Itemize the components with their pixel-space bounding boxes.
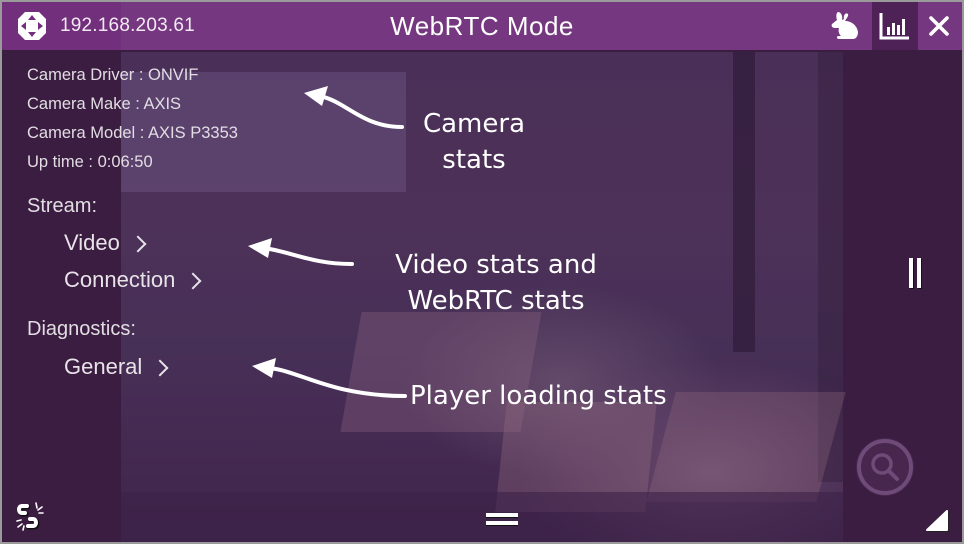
rabbit-icon[interactable] — [824, 2, 866, 50]
connection-stats-link[interactable]: Connection — [64, 267, 202, 293]
zoom-magnifier-icon[interactable] — [854, 436, 916, 498]
video-window-region — [121, 72, 406, 192]
video-link-label: Video — [64, 230, 120, 255]
broken-link-icon[interactable] — [14, 499, 48, 533]
camera-video-feed[interactable] — [121, 52, 846, 542]
general-link-label: General — [64, 354, 143, 379]
camera-driver: Camera Driver : ONVIF — [27, 66, 199, 84]
camera-model: Camera Model : AXIS P3353 — [27, 124, 238, 142]
pause-icon[interactable] — [909, 258, 923, 288]
stream-heading: Stream: — [27, 195, 98, 217]
camera-make: Camera Make : AXIS — [27, 95, 182, 113]
video-pillar — [818, 52, 843, 482]
close-icon[interactable] — [920, 2, 958, 50]
resize-corner-icon[interactable] — [926, 510, 950, 534]
video-floor — [121, 492, 843, 542]
video-stats-link[interactable]: Video — [64, 230, 147, 256]
annotation-line: WebRTC stats — [407, 286, 585, 316]
connection-link-label: Connection — [64, 267, 176, 292]
annotation-camera-stats: Camera stats — [414, 106, 534, 178]
general-diagnostics-link[interactable]: General — [64, 354, 169, 380]
bar-chart-icon[interactable] — [872, 2, 918, 50]
camera-address: 192.168.203.61 — [60, 15, 195, 36]
annotation-line: Video stats and — [395, 250, 597, 280]
annotation-line: Camera — [422, 109, 526, 139]
annotation-video-stats: Video stats and WebRTC stats — [374, 247, 618, 319]
camera-uptime: Up time : 0:06:50 — [27, 153, 153, 171]
header-bar: 192.168.203.61 WebRTC Mode — [2, 2, 962, 50]
move-arrows-icon[interactable] — [16, 2, 48, 50]
menu-handle-icon[interactable] — [486, 513, 518, 527]
video-pillar — [733, 52, 755, 352]
page-title: WebRTC Mode — [390, 11, 574, 41]
annotation-line: stats — [442, 145, 506, 175]
annotation-player-stats: Player loading stats — [410, 381, 667, 411]
diagnostics-heading: Diagnostics: — [27, 318, 136, 340]
